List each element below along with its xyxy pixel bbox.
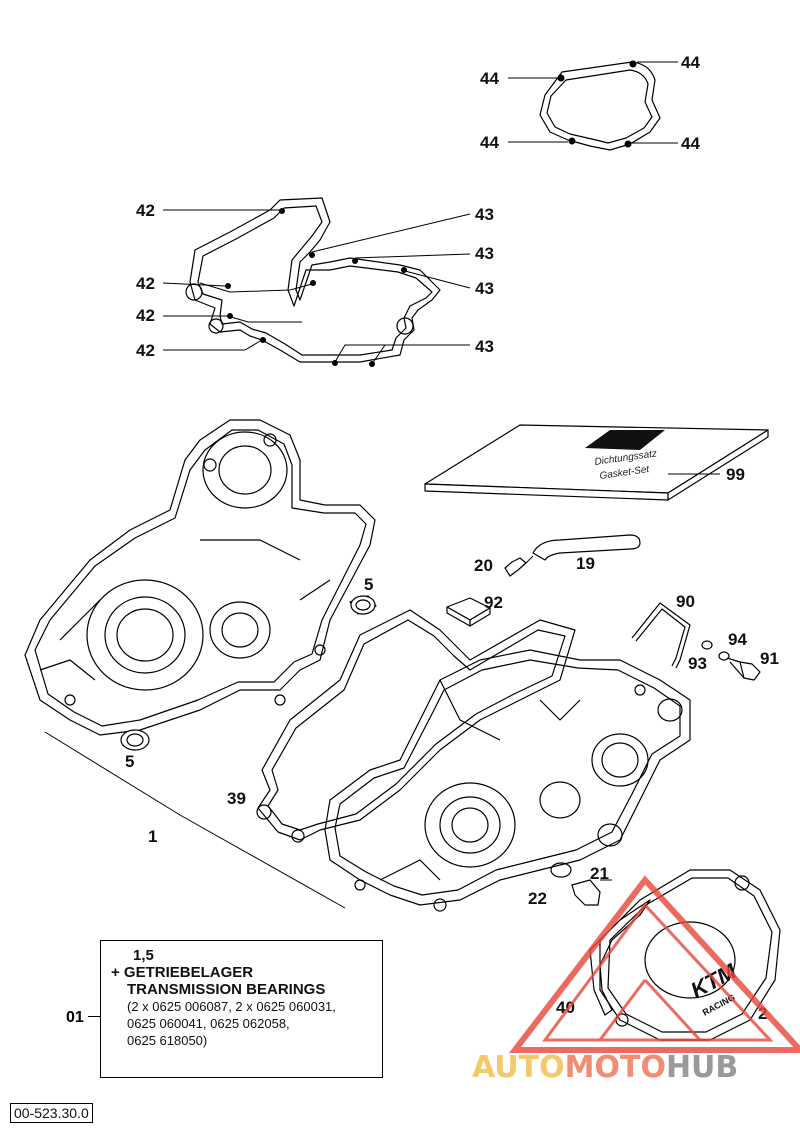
callout-44: 44 — [480, 133, 499, 152]
callout-22: 22 — [528, 889, 547, 908]
callout-43: 43 — [475, 279, 494, 298]
callout-43: 43 — [475, 205, 494, 224]
watermark-text: AUTOMOTOHUB — [472, 1050, 738, 1085]
legend-ref-number: 01 — [66, 1009, 84, 1026]
drawing-id: 00-523.30.0 — [10, 1103, 93, 1123]
center-gasket-39 — [256, 609, 576, 843]
callout-43: 43 — [475, 244, 494, 263]
legend-ref-leader — [88, 1016, 100, 1017]
left-crankcase-half — [24, 419, 376, 736]
watermark-part: AUTO — [472, 1050, 565, 1085]
gasket-42-43 — [162, 197, 471, 367]
callout-44: 44 — [681, 134, 700, 153]
callout-42: 42 — [136, 341, 155, 360]
callout-94: 94 — [728, 630, 747, 649]
callout-42: 42 — [136, 274, 155, 293]
bearing-5-upper — [349, 595, 377, 615]
callout-5: 5 — [364, 575, 373, 594]
legend-line: + GETRIEBELAGER — [111, 964, 254, 981]
callout-21: 21 — [590, 864, 609, 883]
legend-line: 0625 618050) — [127, 1033, 208, 1048]
bracket-and-bolt — [631, 602, 761, 681]
callout-19: 19 — [576, 554, 595, 573]
callout-44: 44 — [681, 53, 700, 72]
callout-42: 42 — [136, 306, 155, 325]
callout-1: 1 — [148, 827, 157, 846]
right-crankcase-half — [324, 649, 691, 912]
callout-92: 92 — [484, 593, 503, 612]
filter-pad — [446, 597, 491, 627]
callout-5: 5 — [125, 752, 134, 771]
drain-plug-and-washer — [550, 862, 612, 906]
callout-99: 99 — [726, 465, 745, 484]
callout-91: 91 — [760, 649, 779, 668]
callout-40: 40 — [556, 998, 575, 1017]
watermark-part: MOTO — [564, 1050, 666, 1085]
bearing-5-lower — [120, 729, 150, 751]
watermark-logo — [508, 875, 800, 1053]
watermark-part: HUB — [665, 1050, 739, 1085]
callout-42: 42 — [136, 201, 155, 220]
hose-and-nipple — [504, 534, 641, 577]
callout-20: 20 — [474, 556, 493, 575]
callout-44: 44 — [480, 69, 499, 88]
gasket-set-package: Dichtungssatz Gasket-Set — [424, 424, 769, 501]
callout-90: 90 — [676, 592, 695, 611]
gasket-44 — [508, 60, 678, 151]
legend-line: 1,5 — [133, 947, 154, 964]
legend-line: 0625 060041, 0625 062058, — [127, 1016, 290, 1031]
callout-93: 93 — [688, 654, 707, 673]
legend-line: TRANSMISSION BEARINGS — [127, 981, 326, 998]
callout-39: 39 — [227, 789, 246, 808]
legend-line: (2 x 0625 006087, 2 x 0625 060031, — [127, 999, 336, 1014]
callout-43: 43 — [475, 337, 494, 356]
legend-box: 1,5 + GETRIEBELAGER TRANSMISSION BEARING… — [100, 940, 383, 1078]
